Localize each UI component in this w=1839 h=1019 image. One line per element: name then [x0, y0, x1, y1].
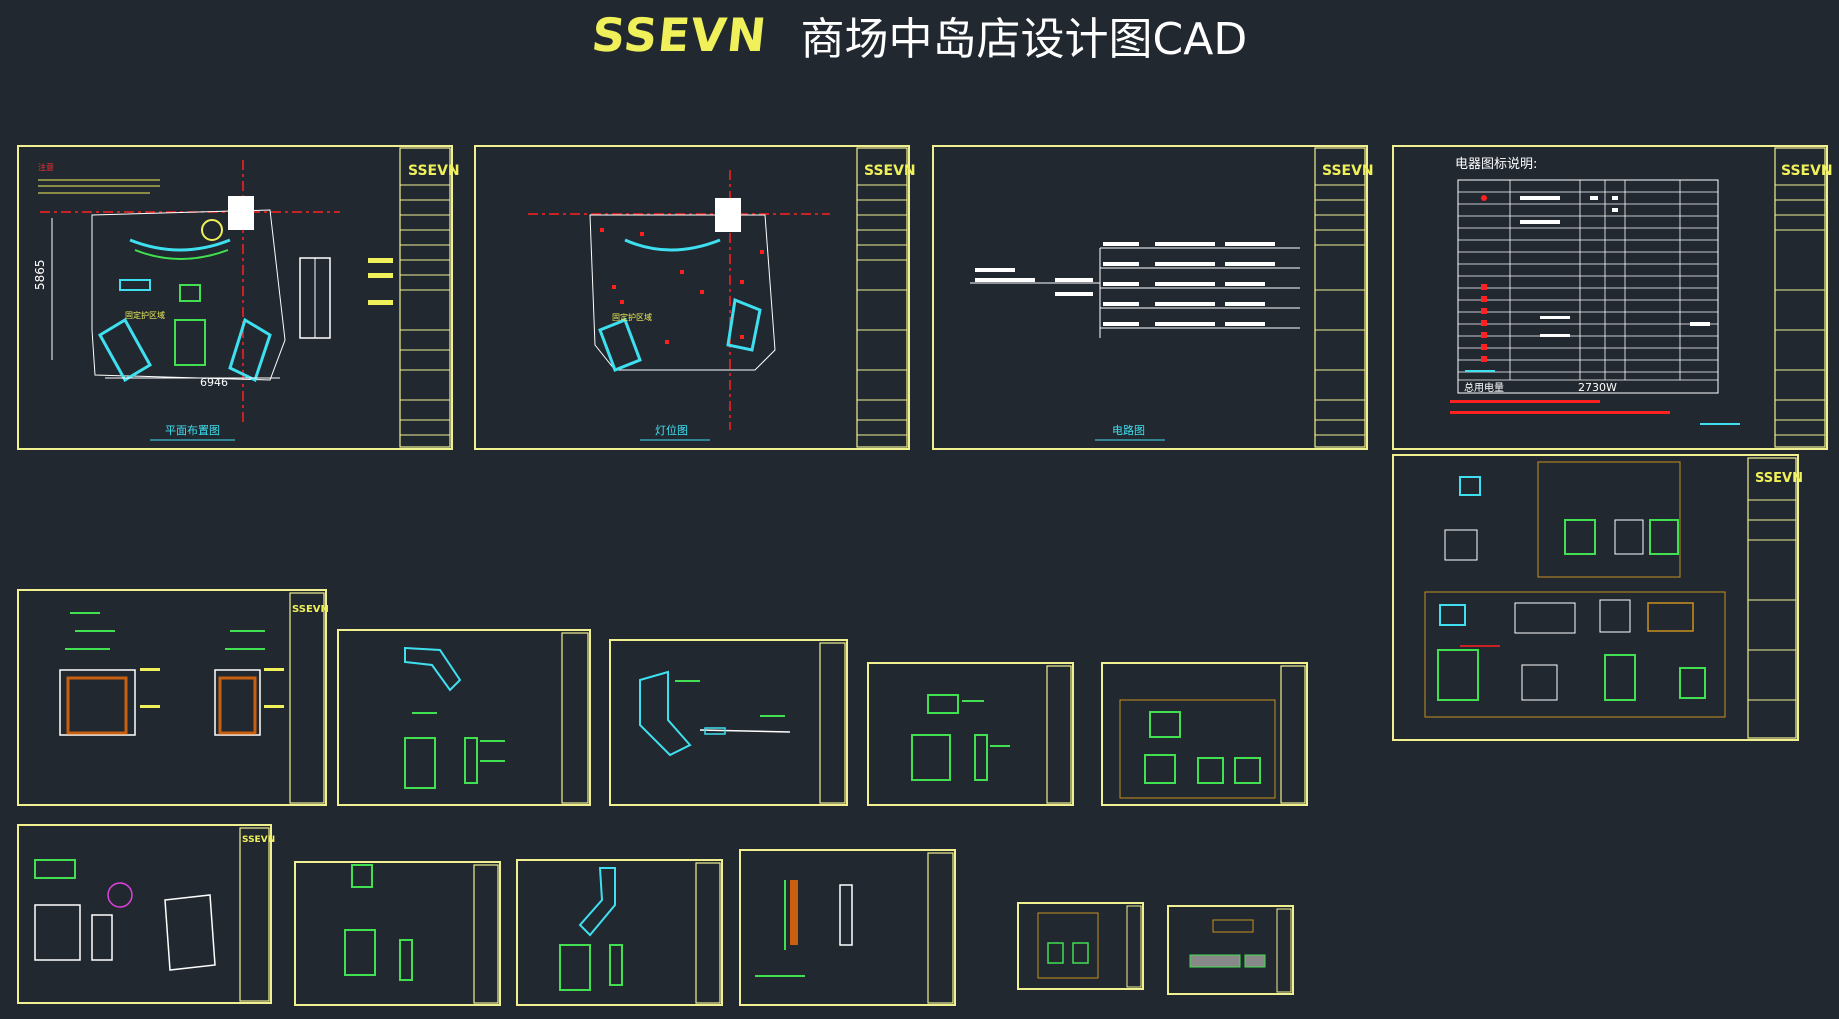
svg-text:SSEVN: SSEVN	[1322, 163, 1374, 179]
sheet-circuit[interactable]: SSEVN 电路图	[932, 145, 1374, 450]
plan-zone-label: 固定护区域	[125, 310, 165, 320]
sheet-plan[interactable]: SSEVN 注意 5865 6946 固定护区域	[17, 145, 460, 450]
svg-text:SSEVN: SSEVN	[408, 163, 460, 179]
electrical-total-label: 总用电量	[1464, 381, 1504, 394]
svg-text:SSEVN: SSEVN	[1755, 471, 1803, 486]
lighting-zone-label: 固定护区域	[612, 312, 652, 322]
svg-text:SSEVN: SSEVN	[1781, 163, 1833, 179]
plan-dim-height: 5865	[33, 259, 47, 290]
sheet-lighting[interactable]: SSEVN 固定护区域 灯位图	[474, 145, 916, 450]
sheet-detail-11[interactable]	[1167, 905, 1294, 995]
plan-dim-width: 6946	[200, 376, 228, 389]
electrical-total-value: 2730W	[1578, 381, 1617, 394]
sheet-detail-4[interactable]	[867, 662, 1074, 806]
plan-sheet-label: 平面布置图	[165, 424, 220, 437]
electrical-heading: 电器图标说明:	[1455, 157, 1537, 172]
svg-text:注意: 注意	[38, 162, 54, 172]
sheet-detail-5[interactable]	[1101, 662, 1308, 806]
sheet-details-large[interactable]: SSEVN	[1392, 454, 1803, 741]
page-title: 商场中岛店设计图CAD	[800, 14, 1248, 65]
sheet-detail-6[interactable]: SSEVN	[17, 824, 275, 1004]
sheet-detail-2[interactable]	[337, 629, 591, 806]
sheet-detail-10[interactable]	[1017, 902, 1144, 990]
svg-text:SSEVN: SSEVN	[242, 835, 275, 845]
sheet-electrical-legend[interactable]: SSEVN 电器图标说明:	[1392, 145, 1833, 450]
sheet-detail-3[interactable]	[609, 639, 848, 806]
lighting-sheet-label: 灯位图	[655, 423, 688, 437]
circuit-sheet-label: 电路图	[1112, 424, 1145, 437]
sheet-detail-8[interactable]	[516, 859, 723, 1006]
sheet-elevation-1[interactable]: SSEVN	[17, 589, 329, 806]
svg-text:SSEVN: SSEVN	[292, 604, 329, 615]
title-bar: SSEVN 商场中岛店设计图CAD	[0, 0, 1839, 70]
sheet-detail-7[interactable]	[294, 861, 501, 1006]
sheet-detail-9[interactable]	[739, 849, 956, 1006]
svg-text:SSEVN: SSEVN	[864, 163, 916, 179]
